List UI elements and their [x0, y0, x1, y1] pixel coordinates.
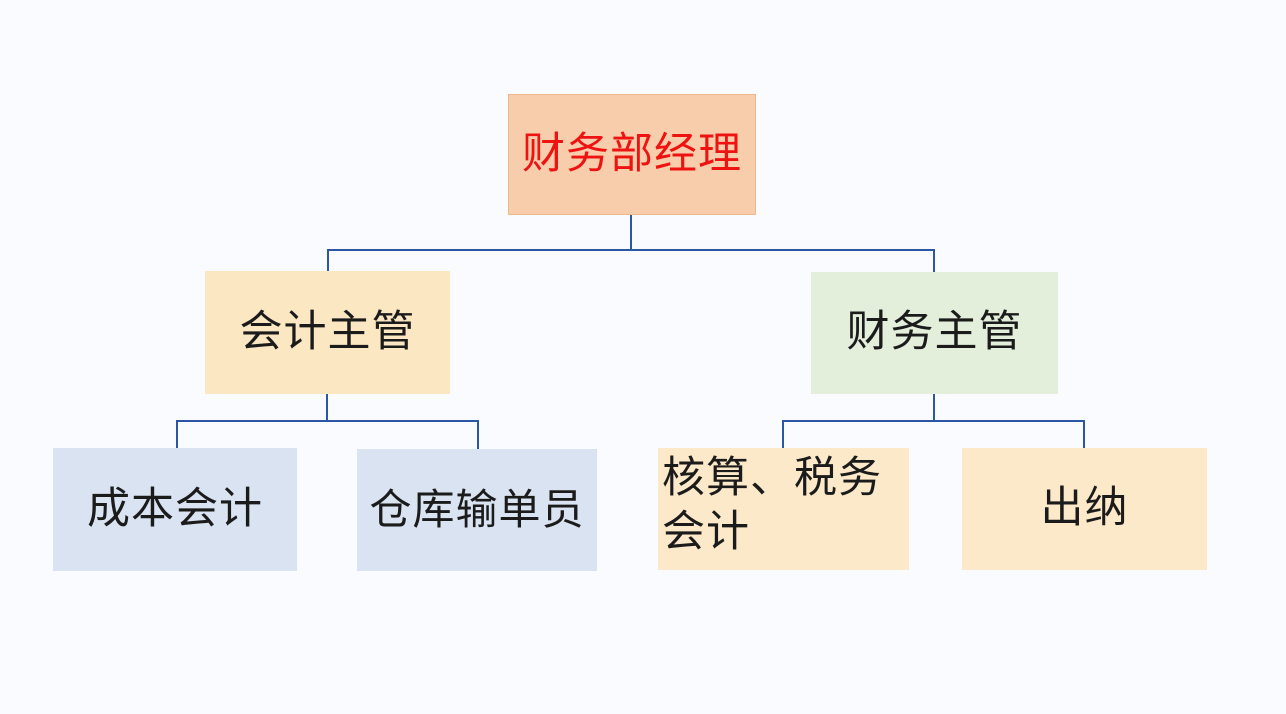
org-node-tax-accountant-label: 核算、税务 会计: [662, 451, 882, 559]
tax-label-line-1: 核算、税务: [662, 454, 882, 502]
connector-acct-stem: [326, 394, 328, 421]
tax-label-line-2: 会计: [662, 508, 750, 556]
connector-fin-rail: [782, 420, 1085, 422]
connector-acct-rail: [176, 420, 479, 422]
connector-drop-tax-accountant: [782, 420, 784, 449]
connector-manager-rail: [327, 249, 935, 251]
connector-drop-cashier: [1083, 420, 1085, 449]
org-node-finance-department-manager: 财务部经理: [508, 94, 756, 215]
org-node-accounting-supervisor: 会计主管: [205, 271, 450, 394]
connector-drop-accounting-supervisor: [327, 249, 329, 272]
org-node-cost-accountant: 成本会计: [53, 448, 297, 571]
connector-drop-warehouse-clerk: [477, 420, 479, 450]
org-node-finance-supervisor: 财务主管: [811, 272, 1058, 394]
connector-drop-finance-supervisor: [933, 249, 935, 273]
connector-manager-stem: [630, 215, 632, 250]
org-node-warehouse-order-clerk: 仓库输单员: [357, 449, 597, 571]
org-node-cashier: 出纳: [962, 448, 1207, 570]
org-node-tax-accountant: 核算、税务 会计: [658, 448, 909, 570]
connector-fin-stem: [933, 394, 935, 421]
connector-drop-cost-accountant: [176, 420, 178, 449]
